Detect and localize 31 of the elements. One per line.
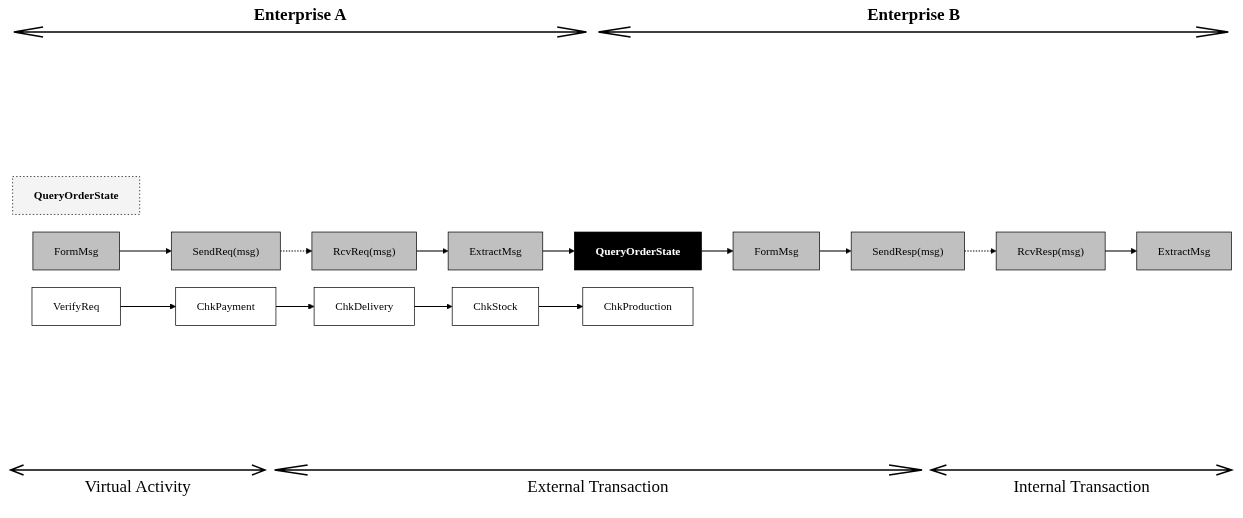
arrow [118,247,172,255]
section-label: External Transaction [527,477,669,497]
section-label: Virtual Activity [84,477,191,497]
arrow [415,247,448,255]
node-box: ChkPayment [174,287,276,326]
node-box: SendReq(msg) [170,231,281,271]
arrow [1104,247,1137,255]
node-box: FormMsg [732,231,820,271]
node-box: QueryOrderState [11,176,140,215]
node-box: FormMsg [32,231,120,271]
section-label: Internal Transaction [1013,477,1150,497]
section-label: Enterprise B [867,5,961,25]
node-box: ChkDelivery [313,287,415,326]
section-label: Enterprise A [253,5,347,25]
node-box: RcvResp(msg) [995,231,1105,271]
arrow [700,247,733,255]
node-box: ChkStock [451,287,539,326]
node-box: ChkProduction [581,287,693,326]
node-box: ExtractMsg [1135,231,1232,271]
node-box: VerifyReq [31,287,121,326]
arrow [818,247,851,255]
arrow [541,247,575,255]
node-box: ExtractMsg [447,231,543,271]
node-box: QueryOrderState [573,231,702,271]
arrow [279,247,312,255]
arrow [537,303,583,310]
arrow [413,303,452,310]
node-box: SendResp(msg) [850,231,965,271]
arrow [274,303,314,310]
node-box: RcvReq(msg) [311,231,417,271]
arrow [119,303,176,310]
